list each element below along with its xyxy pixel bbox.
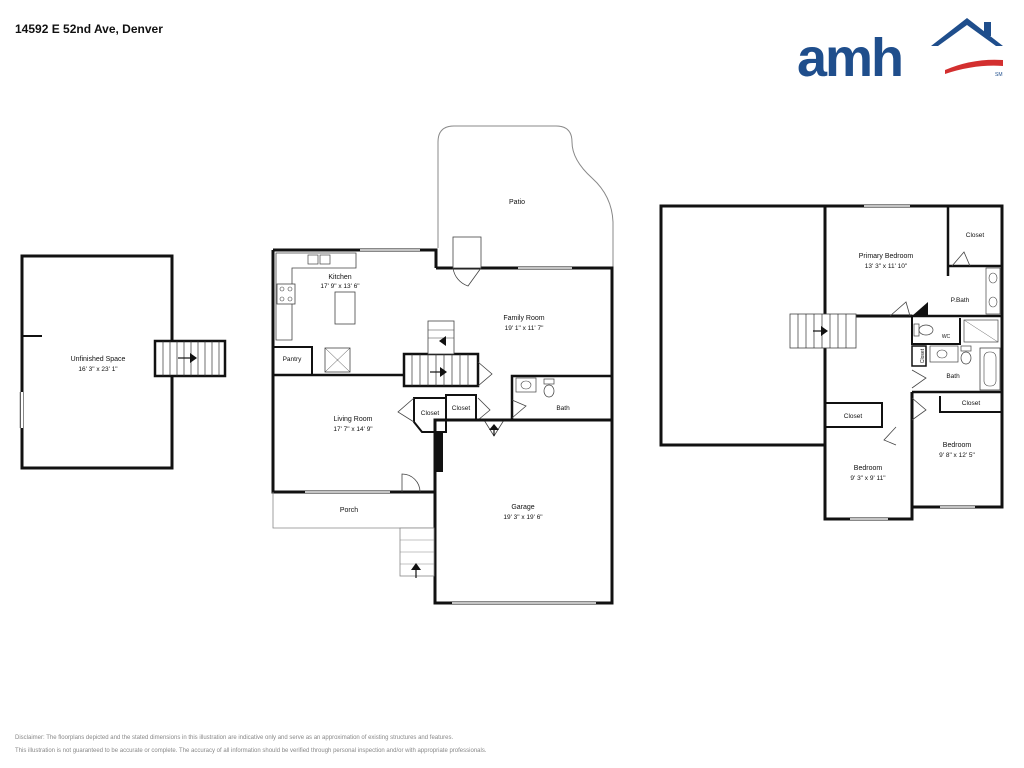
stove-icon [276, 283, 296, 305]
stair-direction-arrow-icon [440, 367, 447, 377]
patio-label: Patio [509, 199, 525, 206]
logo-wordmark: amh [797, 28, 902, 84]
hall-bath-door [911, 369, 927, 389]
property-address: 14592 E 52nd Ave, Denver [15, 22, 163, 36]
closet-a-door [397, 397, 415, 423]
primary-closet-label: Closet [966, 232, 985, 239]
porch-label: Porch [340, 507, 358, 514]
primary-closet-door [951, 251, 971, 267]
family-room-dims: 19' 1" x 11' 7" [505, 325, 544, 332]
sink-icon [929, 345, 959, 363]
left-closet-walls [825, 402, 883, 428]
garage-dims: 19' 3" x 19' 6" [503, 514, 543, 521]
logo-service-mark: SM [995, 72, 1003, 78]
primary-bedroom-label: Primary Bedroom [859, 253, 914, 260]
stair-landing [427, 320, 455, 355]
patio-door-swing [452, 267, 482, 287]
right-closet-walls [939, 396, 1002, 413]
garage-walls [433, 418, 614, 605]
pbath-entry-wedge [912, 302, 928, 316]
left-bedroom-dims: 9' 3" x 9' 11" [850, 475, 886, 482]
closet-b-walls [445, 394, 477, 421]
interior-wall-thick [435, 432, 443, 472]
left-closet-label: Closet [844, 413, 863, 420]
primary-bedroom-door [889, 301, 911, 317]
porch-steps [399, 527, 435, 578]
porch-outline [272, 492, 434, 529]
entry-arrow-icon [489, 424, 499, 430]
right-bedroom-door [911, 397, 927, 421]
kitchen-label: Kitchen [328, 274, 351, 281]
toilet-icon [543, 378, 555, 398]
patio-outline [437, 125, 614, 268]
stair-door [477, 361, 493, 387]
left-bedroom-walls [823, 392, 914, 521]
disclaimer: Disclaimer: The floorplans depicted and … [15, 732, 487, 758]
toilet-icon [913, 323, 934, 337]
left-bedroom-door [883, 426, 897, 446]
right-bedroom-dims: 9' 8" x 12' 5" [939, 452, 975, 459]
entry-arrow-icon [411, 563, 421, 570]
kitchen-dims: 17' 9" x 13' 6" [320, 283, 360, 290]
logo-swoosh [945, 59, 1003, 74]
logo-chimney [984, 22, 991, 36]
unfinished-space-dims: 16' 3" x 23' 1" [78, 366, 118, 373]
amh-logo: amh SM [797, 18, 1003, 84]
upper-floor: Primary Bedroom 13' 3" x 11' 10" Closet … [659, 204, 1004, 521]
closet-b-door [477, 397, 491, 421]
house-roof-icon [931, 18, 1003, 46]
main-floor: Patio Kitchen 17' 9" x 13' 6" Pantry [271, 125, 614, 605]
pbath-vanity [985, 267, 1001, 315]
pbath-label: P.Bath [951, 297, 970, 304]
family-room-label: Family Room [503, 315, 544, 322]
shower-icon [963, 319, 999, 343]
fridge-icon [324, 347, 351, 373]
closet-b-label: Closet [452, 405, 471, 412]
main-stairs [402, 352, 480, 388]
sink-icon [515, 377, 537, 393]
stair-direction-arrow-icon [439, 336, 446, 346]
front-door-swing [401, 473, 421, 493]
disclaimer-line-1: Disclaimer: The floorplans depicted and … [15, 735, 454, 741]
bath-walls [510, 374, 612, 420]
primary-bedroom-dims: 13' 3" x 11' 10" [865, 263, 908, 270]
bath-door [511, 399, 527, 419]
pantry-walls [273, 346, 313, 375]
wc-walls [911, 316, 961, 345]
living-room-label: Living Room [334, 416, 373, 423]
stair-direction-arrow-icon [821, 326, 828, 336]
bathtub-icon [979, 347, 1001, 391]
wc-label: WC [942, 334, 951, 340]
sink-icon [307, 254, 331, 265]
unfinished-space-label: Unfinished Space [71, 356, 126, 363]
stair-direction-arrow-icon [190, 353, 197, 363]
small-closet [911, 345, 927, 367]
left-bedroom-label: Bedroom [854, 465, 883, 472]
upper-stairs [789, 313, 857, 349]
small-closet-label: Closet [920, 348, 926, 363]
hall-bath-label: Bath [946, 373, 960, 380]
right-bedroom-label: Bedroom [943, 442, 972, 449]
pantry-label: Pantry [283, 356, 303, 363]
closet-a-label: Closet [421, 410, 440, 417]
garage-label: Garage [511, 504, 534, 511]
disclaimer-line-2: This illustration is not guaranteed to b… [15, 748, 487, 754]
toilet-icon [960, 345, 972, 365]
living-room-dims: 17' 7" x 14' 9" [333, 426, 373, 433]
bath-label: Bath [556, 405, 570, 412]
basement-stairs [153, 339, 227, 378]
kitchen-island [334, 291, 356, 325]
patio-door [452, 236, 482, 269]
basement-floor: Unfinished Space 16' 3" x 23' 1" [19, 254, 227, 470]
right-closet-label: Closet [962, 400, 981, 407]
